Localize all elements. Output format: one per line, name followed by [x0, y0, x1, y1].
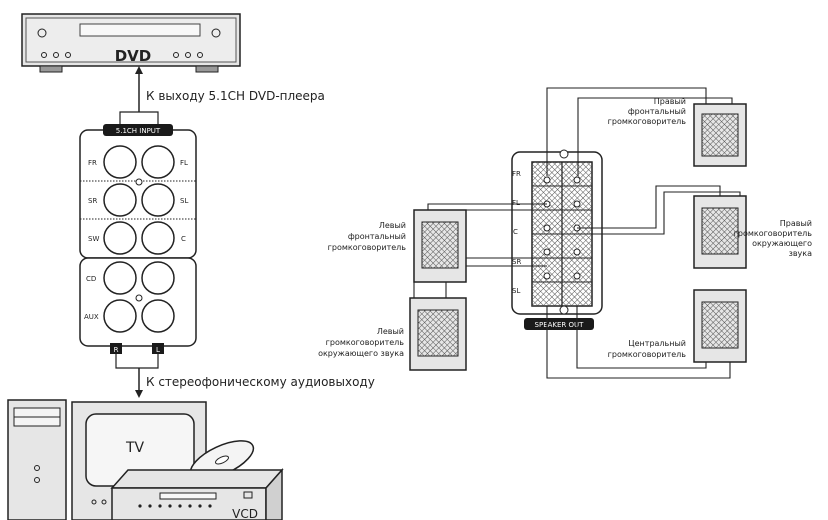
input-label-aux: AUX: [84, 313, 99, 321]
input-label-sr: SR: [88, 197, 97, 205]
svg-text:Правый: Правый: [654, 97, 686, 106]
speaker-center: [693, 289, 747, 363]
speaker-surround-right: [693, 195, 747, 269]
speaker-front-right: [693, 103, 747, 167]
jack-c: [141, 221, 175, 255]
jack-aux-l: [141, 299, 175, 333]
dvd-player: DVD: [21, 13, 241, 73]
svg-text:громкоговоритель: громкоговоритель: [326, 338, 405, 347]
pc-tower: [7, 399, 67, 520]
stereo-connection-line: [115, 354, 159, 398]
svg-text:звука: звука: [789, 249, 813, 258]
label-surround-right: Правый громкоговоритель окружающего звук…: [734, 219, 813, 258]
jack-sl: [141, 183, 175, 217]
label-center: Центральный громкоговоритель: [608, 339, 687, 359]
input-panel-title-badge: [103, 124, 173, 136]
label-front-left: Левый фронтальный громкоговоритель: [328, 221, 407, 252]
svg-text:Левый: Левый: [379, 221, 406, 230]
svg-text:окружающего звука: окружающего звука: [318, 349, 404, 358]
speaker-terminal-sr: SR: [512, 258, 521, 266]
speaker-terminal-fl: FL: [512, 199, 520, 207]
input-label-l: L: [156, 346, 160, 354]
svg-text:громкоговоритель: громкоговоритель: [608, 117, 687, 126]
svg-text:Правый: Правый: [780, 219, 812, 228]
label-surround-left: Левый громкоговоритель окружающего звука: [318, 327, 404, 358]
speaker-terminal-fr: FR: [512, 170, 521, 178]
dvd-label: DVD: [115, 47, 152, 65]
svg-text:громкоговоритель: громкоговоритель: [734, 229, 813, 238]
tv-label: TV: [125, 440, 145, 456]
jack-sw: [103, 221, 137, 255]
svg-text:Левый: Левый: [377, 327, 404, 336]
speaker-terminal-c: C: [513, 228, 518, 236]
jack-cd-l: [141, 261, 175, 295]
speaker-out-panel: [511, 149, 603, 330]
input-label-fl: FL: [180, 159, 188, 167]
dvd-connection-line: [119, 66, 159, 124]
svg-text:окружающего: окружающего: [752, 239, 812, 248]
vcd-label: VCD: [232, 507, 258, 520]
input-panel-title: 5.1CH INPUT: [116, 127, 161, 135]
speaker-out-title: SPEAKER OUT: [535, 321, 585, 329]
jack-cd-r: [103, 261, 137, 295]
jack-sr: [103, 183, 137, 217]
input-label-cd: CD: [86, 275, 96, 283]
input-label-sw: SW: [88, 235, 99, 243]
stereo-output-label: К стереофоническому аудиовыходу: [146, 375, 375, 389]
input-label-fr: FR: [88, 159, 97, 167]
speaker-terminal-sl: SL: [512, 287, 520, 295]
jack-fl: [141, 145, 175, 179]
jack-aux-r: [103, 299, 137, 333]
dvd-output-label: К выходу 5.1CH DVD-плеера: [146, 89, 325, 103]
svg-text:фронтальный: фронтальный: [628, 107, 686, 116]
svg-text:громкоговоритель: громкоговоритель: [328, 243, 407, 252]
input-label-r: R: [114, 346, 119, 354]
input-label-sl: SL: [180, 197, 188, 205]
speaker-surround-left: [409, 297, 467, 371]
svg-text:громкоговоритель: громкоговоритель: [608, 350, 687, 359]
svg-text:фронтальный: фронтальный: [348, 232, 406, 241]
label-front-right: Правый фронтальный громкоговоритель: [608, 97, 687, 126]
jack-fr: [103, 145, 137, 179]
speaker-front-left: [413, 209, 467, 283]
input-panel: [79, 124, 197, 354]
input-label-c: C: [181, 235, 186, 243]
vcd-player: [110, 468, 284, 520]
svg-text:Центральный: Центральный: [628, 339, 686, 348]
